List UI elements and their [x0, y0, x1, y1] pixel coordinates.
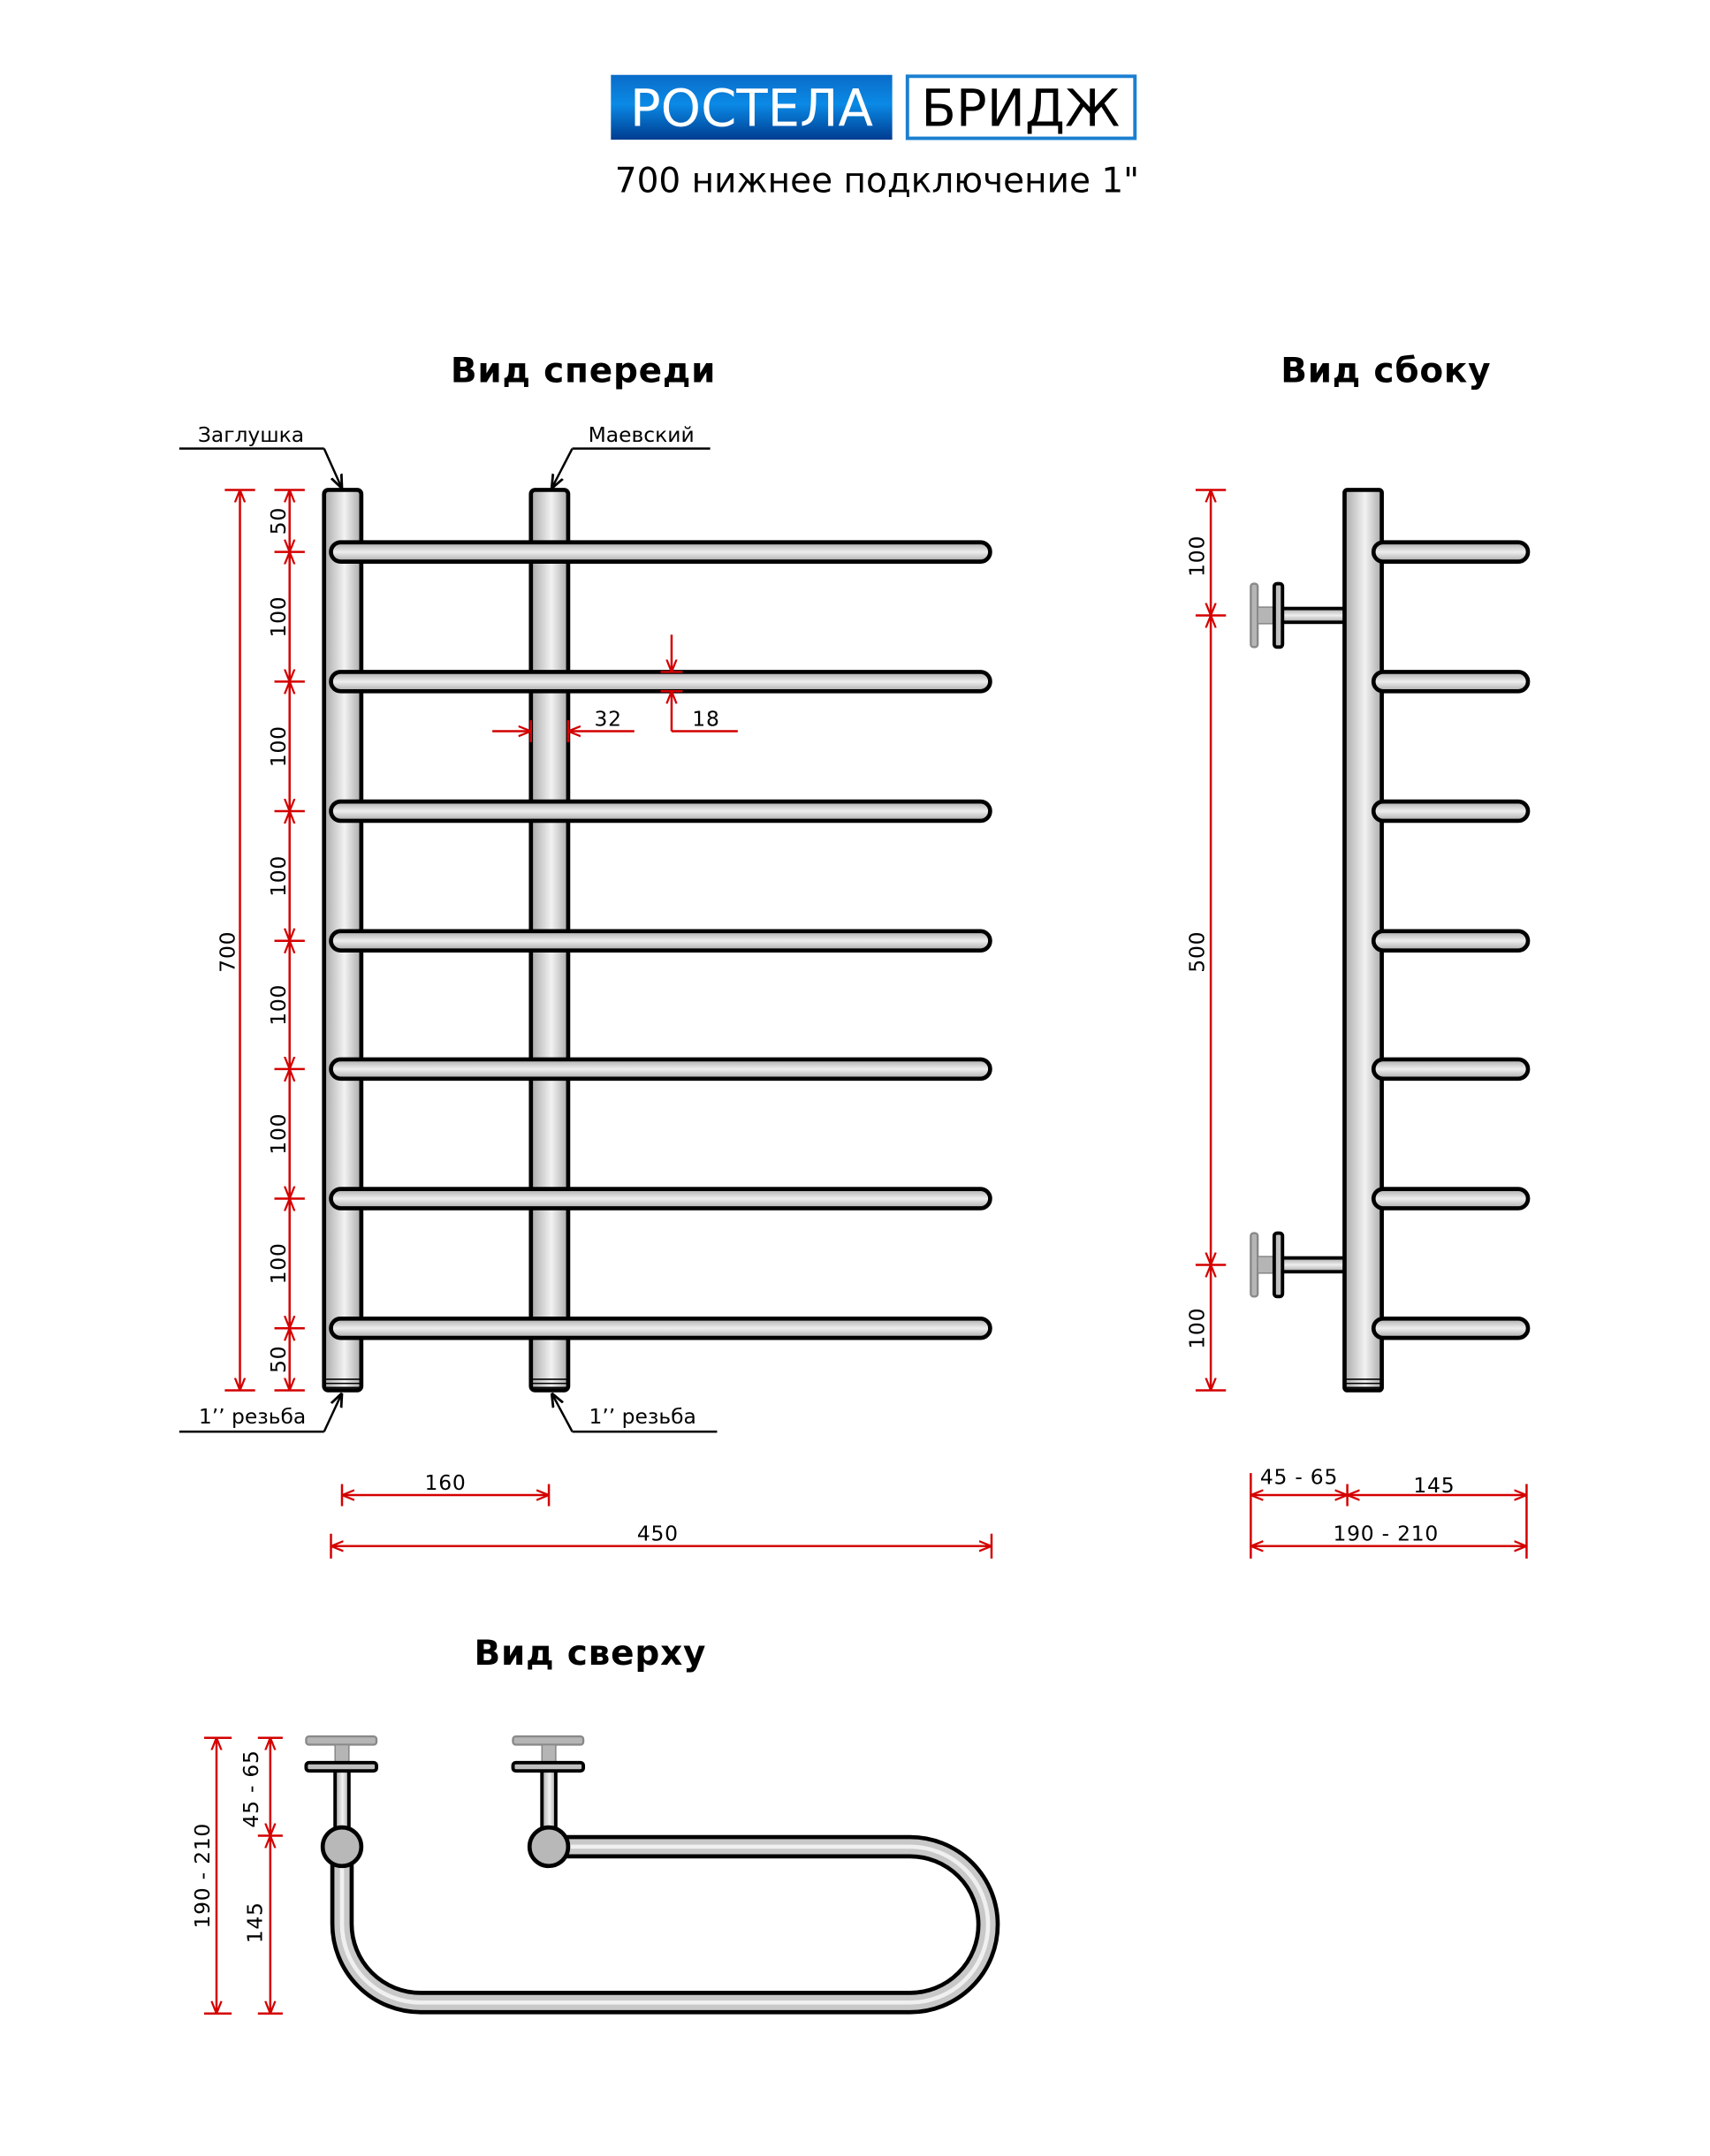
dim-side-wall-gap: 45 - 65: [1260, 1465, 1338, 1490]
dim-width-total: 450: [637, 1522, 679, 1546]
dim-spacing-label: 50: [266, 507, 291, 535]
crossbar: [329, 1187, 992, 1211]
dim-side-brackets: 500: [1184, 931, 1209, 973]
valve-label: Маевский: [589, 422, 695, 447]
side-crossbar: [1371, 1187, 1531, 1211]
thread-left-label: 1’’ резьба: [199, 1404, 306, 1429]
u-tube: [334, 1839, 996, 2010]
dim-spacing-label: 50: [266, 1346, 291, 1373]
dim-spacing-label: 100: [266, 1242, 291, 1284]
dim-side-depth: 145: [1413, 1473, 1455, 1498]
crossbar: [329, 799, 992, 824]
side-crossbar: [1371, 1316, 1531, 1340]
dim-spacing-label: 100: [266, 725, 291, 767]
dim-bar-diameter: 18: [692, 706, 719, 731]
side-crossbar: [1371, 929, 1531, 953]
side-crossbar: [1371, 670, 1531, 694]
crossbar: [329, 929, 992, 953]
logo-brand: РОСТЕЛА: [630, 78, 873, 138]
crossbar: [329, 540, 992, 564]
spacing-dimensions: 50 100 100 100 100 100 100 50: [266, 489, 305, 1392]
crossbar: [329, 1057, 992, 1082]
dim-pipe-diameter: 32: [595, 706, 622, 731]
left-riser-section: [320, 1825, 364, 1869]
side-crossbar: [1371, 540, 1531, 564]
dim-spacing-label: 100: [266, 855, 291, 897]
dim-top-depth: 145: [242, 1902, 267, 1943]
dim-top-wall-gap: 45 - 65: [239, 1750, 263, 1827]
dim-height-total-label: 700: [215, 931, 239, 973]
thread-right-label: 1’’ резьба: [589, 1404, 695, 1429]
top-view-title: Вид сверху: [475, 1634, 707, 1674]
crossbar: [329, 670, 992, 694]
side-view: 100 500 100 45 - 65 145 190 - 210: [1184, 488, 1531, 1559]
logo: РОСТЕЛА БРИДЖ: [611, 74, 1137, 140]
dim-side-bottom: 100: [1184, 1308, 1209, 1349]
wall-bracket: [1250, 581, 1347, 649]
dim-side-top: 100: [1184, 535, 1209, 577]
crossbar: [329, 1316, 992, 1340]
wall-bracket: [511, 1735, 586, 1833]
dim-top-total-depth: 190 - 210: [190, 1823, 215, 1929]
side-crossbars: [1371, 540, 1531, 1340]
wall-bracket: [1250, 1231, 1347, 1299]
right-riser-section: [527, 1825, 571, 1869]
dim-side-total-depth: 190 - 210: [1333, 1522, 1439, 1546]
crossbars: [329, 540, 992, 1340]
front-view: Заглушка Маевский 1’’ резьба 1’’ резьба …: [179, 422, 993, 1559]
dim-spacing-label: 100: [266, 596, 291, 638]
top-view: 190 - 210 45 - 65 145: [190, 1735, 1000, 2016]
side-crossbar: [1371, 1057, 1531, 1082]
front-view-title: Вид спереди: [451, 352, 716, 391]
dim-center-distance: 160: [425, 1470, 467, 1495]
dim-spacing-label: 100: [266, 1113, 291, 1155]
cap-label: Заглушка: [198, 422, 304, 447]
dim-spacing-label: 100: [266, 984, 291, 1026]
side-crossbar: [1371, 799, 1531, 824]
wall-bracket: [304, 1735, 378, 1833]
thread-left: [325, 1378, 361, 1389]
thread-right: [532, 1378, 567, 1389]
subtitle: 700 нижнее подключение 1": [615, 161, 1139, 201]
side-view-title: Вид сбоку: [1281, 352, 1491, 391]
logo-model: БРИДЖ: [921, 78, 1120, 138]
